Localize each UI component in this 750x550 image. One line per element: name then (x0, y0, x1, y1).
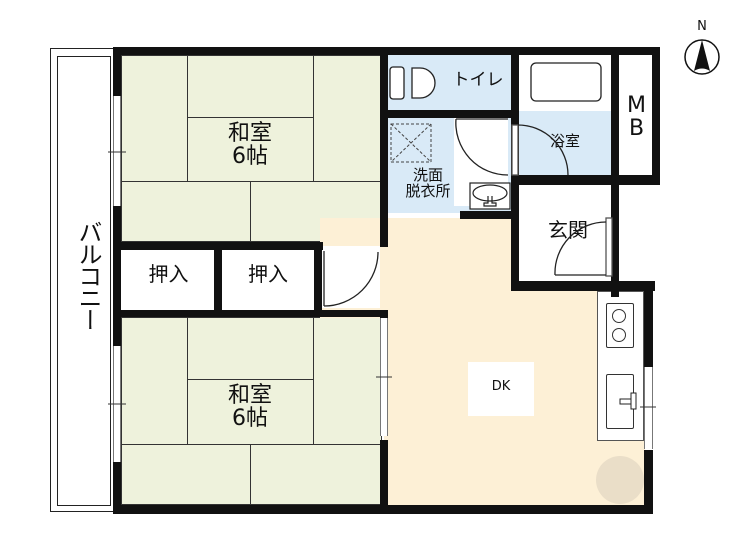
washroom-label-line2: 脱衣所 (405, 181, 451, 200)
door-arc-bath[interactable] (511, 124, 569, 176)
balcony-inner-line (57, 56, 111, 506)
wall (214, 250, 222, 317)
wall (113, 310, 388, 317)
wall (388, 110, 514, 118)
washitsu-bottom (121, 317, 382, 505)
wall (380, 47, 388, 247)
room-name: 和室 (227, 383, 272, 408)
room-size: 6帖 (232, 144, 268, 170)
washbasin-icon (469, 182, 511, 210)
toilet-label: トイレ (452, 70, 504, 90)
window[interactable] (113, 96, 121, 206)
balcony-label: バルコニー (74, 220, 102, 330)
wall (652, 47, 660, 185)
balcony (50, 48, 118, 512)
dk-label: DK (491, 379, 511, 394)
oshiire-right (222, 250, 314, 310)
stove (606, 303, 634, 348)
entrance (519, 186, 611, 281)
wall (511, 281, 655, 291)
washitsu-top (121, 55, 382, 242)
toilet-room (388, 55, 514, 110)
washroom-label: 洗面 脱衣所 (388, 166, 468, 200)
room-size: 6帖 (232, 406, 268, 432)
room-name: 和室 (227, 121, 272, 146)
faucet-icon (619, 392, 637, 410)
bathtub (530, 62, 602, 102)
bath-wet-floor (519, 111, 611, 175)
oshiire-right-label: 押入 (248, 262, 288, 286)
window-marks (108, 151, 656, 408)
oshiire-left-label: 押入 (148, 262, 189, 286)
washitsu-bottom-label: 和室 6帖 (200, 384, 300, 430)
washroom-label-line1: 洗面 (412, 166, 443, 184)
mb-label: M B (619, 94, 654, 140)
watermark-icon (596, 456, 644, 504)
dk-hallway-white (322, 246, 380, 308)
wall (380, 440, 388, 514)
compass-icon (684, 39, 720, 75)
wall (460, 211, 516, 219)
wall (644, 281, 653, 367)
wall (113, 242, 323, 250)
entrance-label: 玄関 (548, 218, 588, 242)
dk-label-box (468, 362, 534, 416)
burner-icon (612, 328, 626, 342)
compass-north-label: N (697, 19, 707, 34)
oshiire-left (121, 250, 216, 310)
washing-machine-space (390, 123, 432, 163)
washitsu-top-label: 和室 6帖 (200, 122, 300, 168)
door-arc-washroom[interactable] (455, 118, 509, 176)
window[interactable] (644, 367, 653, 449)
mb-label-b: B (628, 116, 645, 142)
wall (314, 242, 322, 317)
mb-label-m: M (627, 93, 646, 118)
wall (644, 450, 653, 514)
mb-closet (619, 55, 654, 179)
wall (611, 47, 619, 297)
wall (511, 175, 660, 185)
door-arc-entrance[interactable] (554, 217, 613, 277)
toilet-icon (389, 66, 436, 100)
burner-icon (612, 309, 626, 323)
door-arc-hall[interactable] (323, 251, 379, 307)
wall (113, 47, 121, 514)
